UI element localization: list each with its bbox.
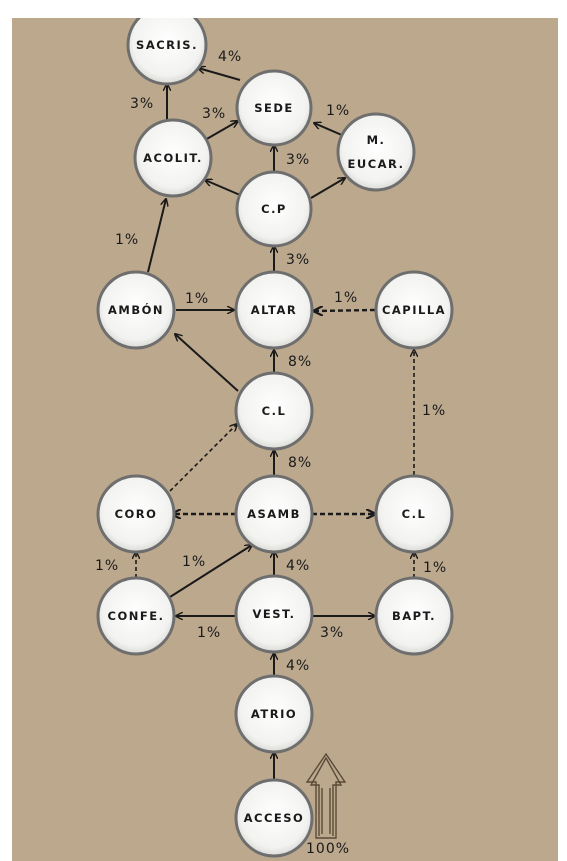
entry-arrow-icon	[305, 752, 347, 839]
edge-ambon-acolit	[147, 199, 166, 273]
node-vest: VEST.	[234, 574, 314, 654]
node-m-eucar-label-line1: M.	[367, 133, 386, 147]
label-bapt-clright: 1%	[423, 560, 447, 576]
node-confe: CONFE.	[96, 576, 176, 656]
node-asamb: ASAMB	[234, 474, 314, 554]
node-acolit: ACOLIT.	[133, 118, 213, 198]
label-ambon-altar: 1%	[185, 291, 209, 307]
label-capilla-altar: 1%	[334, 290, 358, 306]
node-acceso-label: ACCESO	[244, 811, 305, 825]
label-cp-sede: 3%	[286, 152, 310, 168]
node-acceso: ACCESO	[234, 778, 314, 858]
label-entry: 100%	[306, 841, 350, 857]
edge-sede-sacris	[198, 68, 241, 81]
diagram-canvas: SACRIS. SEDE ACOLIT. M. EUCAR. C.P AMBÓN…	[12, 18, 558, 861]
edge-cp-acolit	[205, 180, 241, 196]
flow-diagram: SACRIS. SEDE ACOLIT. M. EUCAR. C.P AMBÓN…	[95, 18, 454, 858]
edge-coro-cl	[169, 424, 237, 492]
label-ambon-acolit: 1%	[115, 232, 139, 248]
node-cl-right: C.L	[374, 474, 454, 554]
node-acolit-label: ACOLIT.	[143, 151, 203, 165]
node-cp-label: C.P	[261, 202, 287, 216]
label-sede-sacris: 4%	[218, 49, 242, 65]
nodes: SACRIS. SEDE ACOLIT. M. EUCAR. C.P AMBÓN…	[96, 18, 454, 858]
node-m-eucar: M. EUCAR.	[336, 112, 416, 192]
label-acolit-sacris: 3%	[130, 96, 154, 112]
node-coro: CORO	[96, 474, 176, 554]
node-altar: ALTAR	[234, 270, 314, 350]
node-altar-label: ALTAR	[251, 303, 298, 317]
edge-confe-asamb	[169, 545, 252, 598]
node-bapt: BAPT.	[374, 576, 454, 656]
label-asamb-cl: 8%	[288, 455, 312, 471]
edge-cp-eucar	[310, 178, 345, 199]
node-sede: SEDE	[235, 69, 313, 147]
label-acolit-sede: 3%	[202, 106, 226, 122]
label-confe-coro: 1%	[95, 558, 119, 574]
edge-eucar-sede	[314, 123, 345, 137]
edges	[136, 68, 414, 780]
edge-capilla-altar	[315, 310, 376, 311]
edge-cl-ambon	[175, 334, 239, 392]
label-cl-capilla: 1%	[422, 403, 446, 419]
node-capilla: CAPILLA	[374, 270, 454, 350]
node-confe-label: CONFE.	[108, 609, 165, 623]
label-cl-altar: 8%	[288, 354, 312, 370]
label-altar-cp: 3%	[286, 252, 310, 268]
node-asamb-label: ASAMB	[247, 507, 301, 521]
node-capilla-label: CAPILLA	[382, 303, 446, 317]
node-m-eucar-label-line2: EUCAR.	[348, 157, 405, 171]
label-vest-asamb: 4%	[286, 558, 310, 574]
node-ambon-label: AMBÓN	[108, 302, 164, 317]
node-cl-right-label: C.L	[402, 507, 427, 521]
label-atrio-vest: 4%	[286, 658, 310, 674]
node-bapt-label: BAPT.	[392, 609, 436, 623]
node-atrio-label: ATRIO	[251, 707, 297, 721]
node-cp: C.P	[235, 170, 313, 248]
label-confe-asamb: 1%	[182, 554, 206, 570]
edge-acolit-sede	[204, 121, 238, 141]
node-cl-center: C.L	[234, 371, 314, 451]
label-vest-confe: 1%	[197, 625, 221, 641]
edge-labels: 3% 4% 3% 1% 3% 1% 3% 1% 1% 8% 1% 8% 1% 1…	[95, 49, 447, 857]
node-sacris-label: SACRIS.	[136, 38, 198, 52]
label-vest-bapt: 3%	[320, 625, 344, 641]
node-sede-label: SEDE	[254, 101, 294, 115]
node-coro-label: CORO	[115, 507, 158, 521]
node-cl-center-label: C.L	[262, 404, 287, 418]
node-ambon: AMBÓN	[96, 270, 176, 350]
node-vest-label: VEST.	[252, 607, 295, 621]
node-atrio: ATRIO	[234, 674, 314, 754]
node-sacris: SACRIS.	[126, 18, 208, 86]
label-eucar-sede: 1%	[326, 103, 350, 119]
